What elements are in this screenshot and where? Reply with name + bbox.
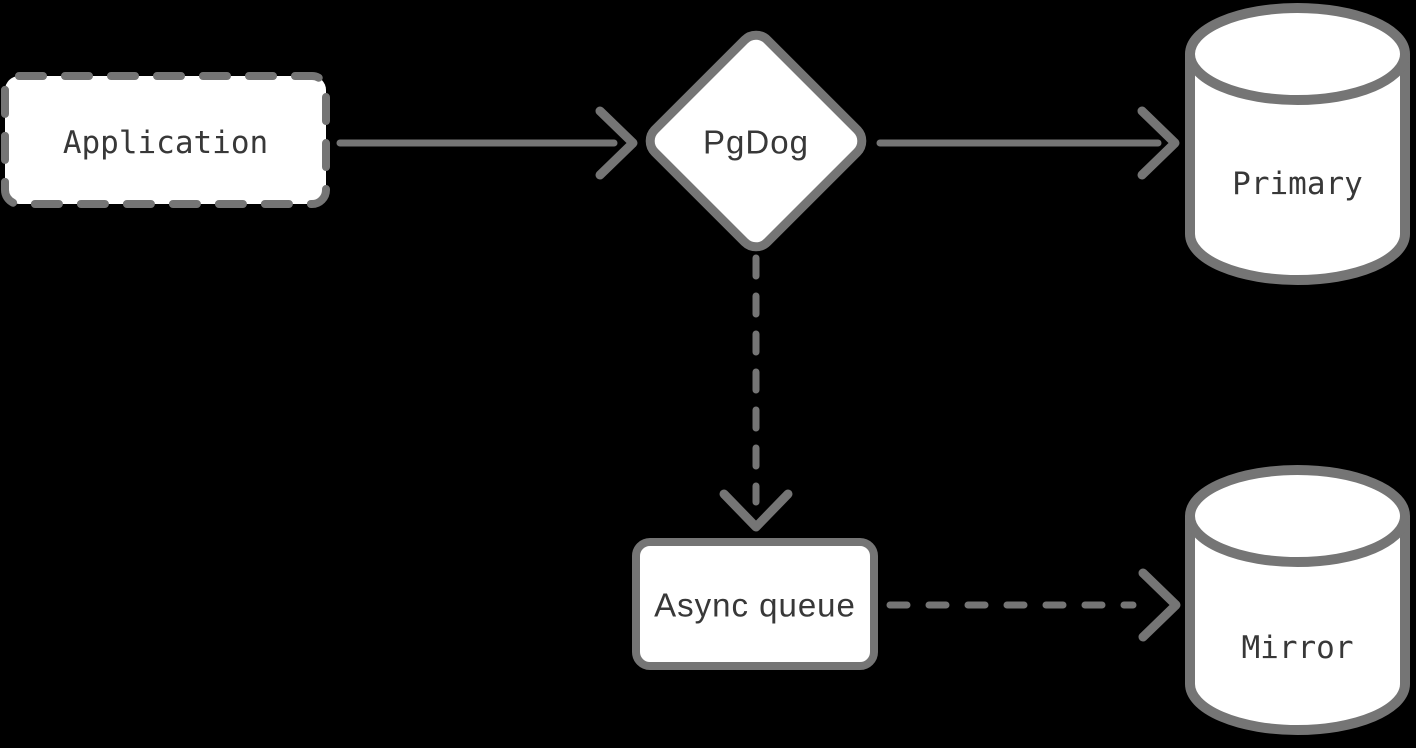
node-mirror: Mirror bbox=[1185, 465, 1410, 735]
mirror-label: Mirror bbox=[1242, 630, 1354, 666]
edge-async-queue-to-mirror bbox=[886, 568, 1181, 642]
arrowhead-right-icon bbox=[1138, 568, 1181, 642]
mirror-cylinder-body bbox=[1185, 516, 1410, 735]
primary-label: Primary bbox=[1232, 166, 1363, 202]
edge-pgdog-to-primary bbox=[876, 106, 1180, 180]
async-queue-label: Async queue bbox=[654, 587, 856, 624]
mirror-cylinder-top bbox=[1185, 465, 1410, 567]
arrowhead-right-icon bbox=[595, 106, 638, 180]
pgdog-diamond bbox=[645, 30, 867, 252]
application-label: Application bbox=[63, 125, 268, 161]
primary-cylinder-top bbox=[1185, 3, 1410, 105]
pgdog-label: PgDog bbox=[703, 124, 809, 161]
arrowhead-right-icon bbox=[1137, 106, 1180, 180]
edge-pgdog-to-async-queue bbox=[719, 254, 793, 532]
arrowhead-down-icon bbox=[719, 489, 793, 532]
node-async-queue: Async queue bbox=[632, 538, 878, 670]
edge-application-to-pgdog bbox=[336, 106, 638, 180]
async-queue-box bbox=[632, 538, 878, 670]
node-application: Application bbox=[1, 72, 330, 208]
node-pgdog: PgDog bbox=[645, 30, 867, 252]
node-primary: Primary bbox=[1185, 3, 1410, 285]
primary-cylinder-body bbox=[1185, 54, 1410, 285]
application-box bbox=[1, 72, 330, 208]
